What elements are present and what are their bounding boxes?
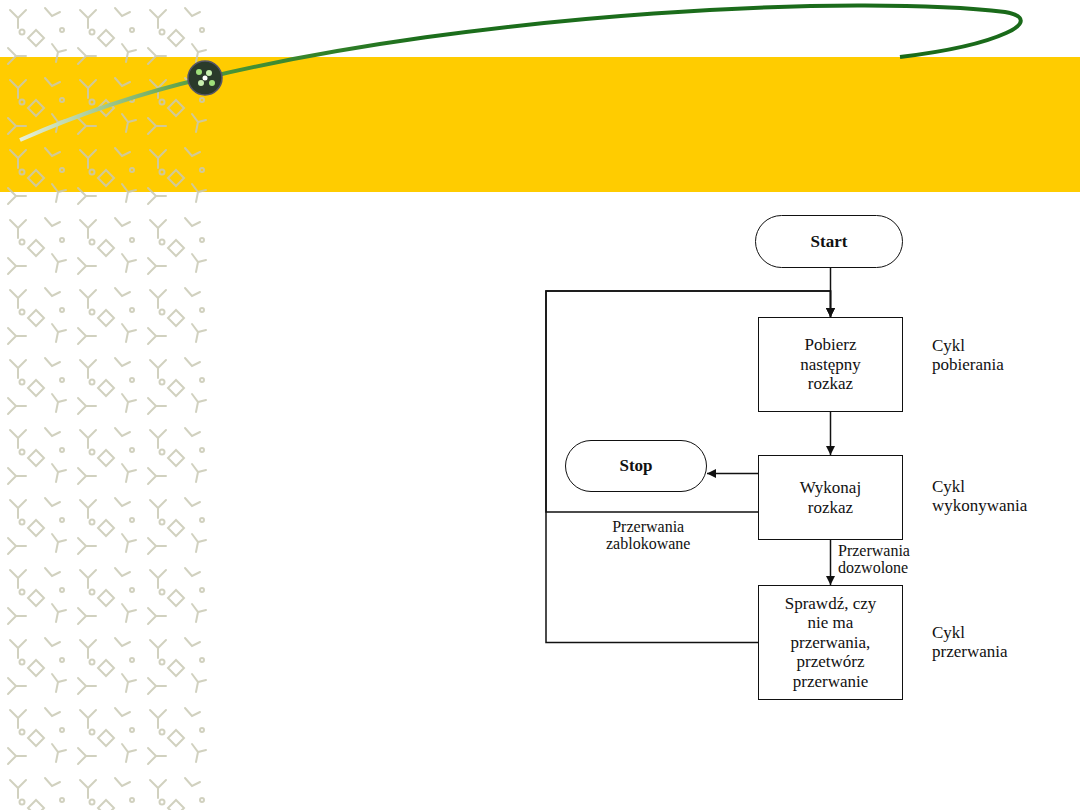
process-box: Pobierz następny rozkaz bbox=[758, 317, 903, 412]
node-text: Sprawdź, czy nie ma przerwania, przetwór… bbox=[775, 594, 887, 692]
node-text: Start bbox=[811, 232, 848, 252]
edge-label: Przerwania zablokowane bbox=[604, 519, 692, 553]
node-text: Wykonaj rozkaz bbox=[800, 478, 861, 517]
cycle-label: Cykl pobierania bbox=[932, 336, 1004, 374]
flow-arrow bbox=[707, 473, 758, 475]
node-text: Stop bbox=[619, 456, 652, 476]
cycle-label: Cykl przerwania bbox=[932, 623, 1008, 661]
process-box: Wykonaj rozkaz bbox=[758, 455, 903, 540]
flow-arrow bbox=[830, 540, 832, 585]
node-text: Pobierz następny rozkaz bbox=[800, 335, 860, 394]
orbit-ball bbox=[188, 61, 222, 95]
terminator-pill: Start bbox=[755, 215, 903, 268]
orbit-curve bbox=[20, 5, 1021, 140]
cycle-label: Cykl wykonywania bbox=[932, 477, 1027, 515]
process-box: Sprawdź, czy nie ma przerwania, przetwór… bbox=[758, 585, 903, 700]
pattern-strip bbox=[0, 0, 210, 810]
flow-arrow bbox=[830, 412, 832, 455]
edge-label: Przerwania dozwolone bbox=[836, 543, 912, 577]
terminator-pill: Stop bbox=[565, 440, 707, 492]
